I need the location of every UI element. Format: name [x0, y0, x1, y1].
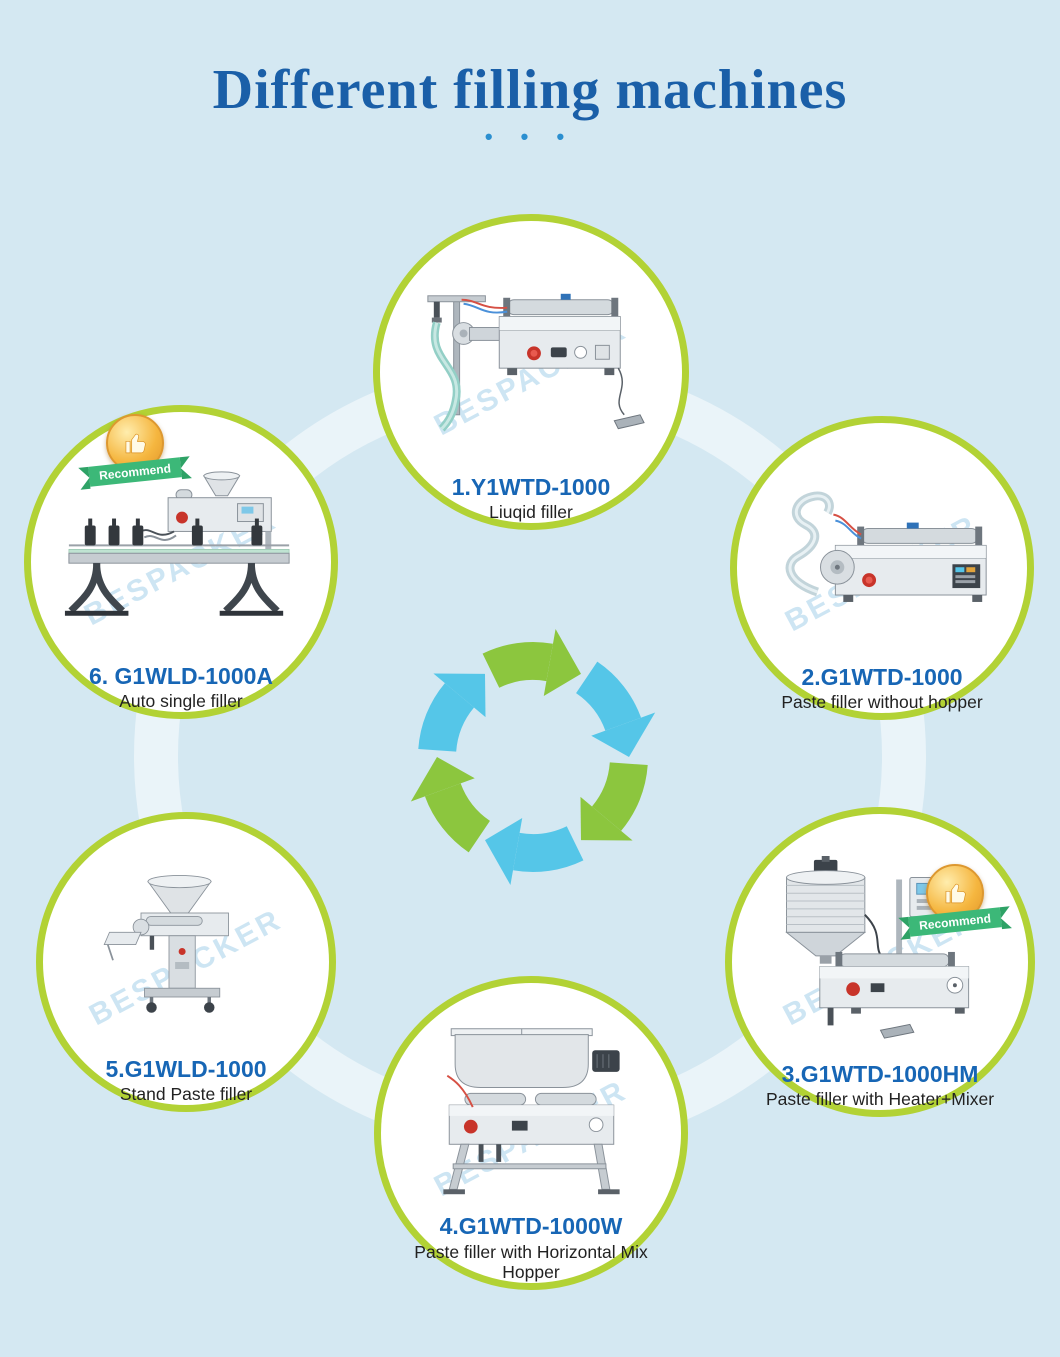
mix-hopper-filler-illustration [381, 1005, 681, 1214]
recommend-badge: Recommend [900, 864, 1010, 937]
auto-single-filler-illustration [31, 434, 331, 664]
machine-card-2: BESPACKER [730, 416, 1034, 720]
machine-model: 6. G1WLD-1000A [88, 663, 274, 690]
title-dots: • • • [484, 124, 576, 149]
machine-card-5: BESPACKER 5.G1WLD-1000 S [36, 812, 336, 1112]
machine-card-3: BESPACKER Recommend [725, 807, 1035, 1117]
machine-card-1: BESPACKER [373, 214, 689, 530]
page-title: Different filling machines [212, 59, 848, 121]
machine-description: Stand Paste filler [119, 1084, 253, 1105]
paste-filler-illustration [737, 445, 1027, 665]
machine-description: Paste filler with Heater+Mixer [765, 1089, 995, 1110]
stand-paste-filler-illustration [43, 841, 329, 1057]
machine-model: 5.G1WLD-1000 [105, 1056, 267, 1083]
machine-model: 2.G1WTD-1000 [801, 664, 963, 691]
machine-model: 3.G1WTD-1000HM [781, 1061, 979, 1088]
machine-description: Liuqid filler [489, 502, 573, 523]
liquid-filler-illustration [380, 243, 682, 475]
machine-description: Paste filler without hopper [781, 692, 983, 713]
machine-description: Auto single filler [119, 691, 243, 712]
cycle-arrows-icon [410, 628, 656, 886]
machine-model: 4.G1WTD-1000W [439, 1213, 623, 1240]
heater-mixer-filler-illustration [732, 836, 1028, 1062]
machine-card-4: BESPACKER [374, 976, 688, 1290]
machine-description: Paste filler with Horizontal Mix Hopper [414, 1241, 648, 1283]
recommend-badge: Recommend [80, 414, 190, 487]
machine-card-6: BESPACKER Recommend [24, 405, 338, 719]
machine-model: 1.Y1WTD-1000 [451, 474, 611, 501]
